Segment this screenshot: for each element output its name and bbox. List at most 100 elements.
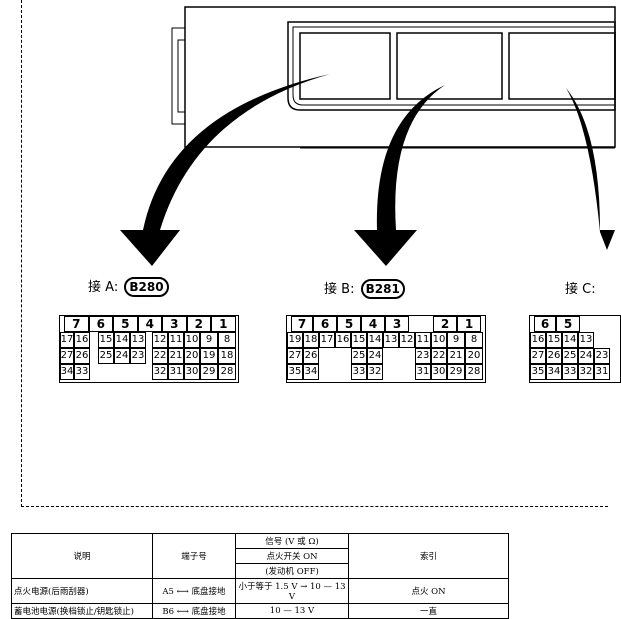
row-signal: 10 — 13 V [235,603,349,619]
header-index: 索引 [348,533,509,579]
header-terminal: 端子号 [152,533,236,579]
header-condition-1: 点火开关 ON [235,548,349,564]
conn-c-pin-25: 25 [562,348,578,364]
conn-a-pin-10: 10 [184,332,200,348]
conn-c-pin-15: 15 [546,332,562,348]
conn-a-pin-20: 20 [184,348,200,364]
connector-b-prefix: 接 [324,282,338,297]
conn-b-pin-9: 9 [447,332,465,348]
connector-a-letter: A: [105,280,119,295]
connector-c-prefix: 接 [565,282,579,297]
conn-b-pin-24: 24 [367,348,383,364]
conn-c-pin-27: 27 [530,348,546,364]
module-diagram [120,6,616,266]
conn-b-pin-8: 8 [465,332,483,348]
conn-b-pin-29: 29 [447,364,465,380]
conn-b-pin-20: 20 [465,348,483,364]
conn-b-pin-17: 17 [319,332,335,348]
conn-b-pin-35: 35 [287,364,303,380]
conn-a-pin-19: 19 [200,348,218,364]
connector-b-label: 接 B: B281 [324,278,405,299]
conn-b-pin-3: 3 [385,316,409,332]
conn-b-pin-26: 26 [303,348,319,364]
conn-a-pin-4: 4 [137,316,162,332]
conn-a-pin-6: 6 [88,316,113,332]
conn-c-pin-14: 14 [562,332,578,348]
conn-c-pin-26: 26 [546,348,562,364]
conn-c-pin-32: 32 [578,364,594,380]
conn-b-pin-11: 11 [415,332,431,348]
connector-b-letter: B: [341,282,355,297]
row-index: 一直 [348,603,509,619]
conn-a-pin-8: 8 [218,332,236,348]
conn-c-pin-16: 16 [530,332,546,348]
conn-c-pin-34: 34 [546,364,562,380]
conn-a-pin-13: 13 [130,332,146,348]
conn-b-pin-32: 32 [367,364,383,380]
conn-a-pin-32: 32 [152,364,168,380]
conn-a-pin-3: 3 [162,316,187,332]
connector-a-label: 接 A: B280 [88,276,169,297]
arrow-to-connector-c [566,88,615,250]
conn-a-pin-30: 30 [184,364,200,380]
header-condition-2: (发动机 OFF) [235,563,349,579]
row-terminal: A5 ⟷ 底盘接地 [152,578,236,604]
conn-b-pin-2: 2 [433,316,457,332]
conn-a-pin-5: 5 [113,316,138,332]
conn-b-pin-4: 4 [361,316,385,332]
conn-c-pin-24: 24 [578,348,594,364]
header-signal: 信号 (V 或 Ω) [235,533,349,549]
conn-a-pin-9: 9 [200,332,218,348]
conn-b-pin-10: 10 [431,332,447,348]
conn-a-pin-11: 11 [168,332,184,348]
conn-c-pin-33: 33 [562,364,578,380]
conn-b-pin-15: 15 [351,332,367,348]
conn-b-pin-30: 30 [431,364,447,380]
row-description: 点火电源(后雨刮器) [11,578,153,604]
row-index: 点火 ON [348,578,509,604]
conn-a-pin-24: 24 [114,348,130,364]
conn-b-pin-6: 6 [313,316,337,332]
row-terminal: B6 ⟷ 底盘接地 [152,603,236,619]
conn-b-pin-28: 28 [465,364,483,380]
conn-b-pin-21: 21 [447,348,465,364]
connector-b-code: B281 [360,279,405,299]
connector-a-prefix: 接 [88,280,102,295]
row-description: 蓄电池电源(换档锁止/钥匙锁止) [11,603,153,619]
conn-c-pin-5: 5 [556,316,580,332]
conn-a-pin-31: 31 [168,364,184,380]
connector-c-letter: C: [582,282,596,297]
conn-b-pin-1: 1 [457,316,481,332]
conn-a-pin-23: 23 [130,348,146,364]
table-row: 蓄电池电源(换档锁止/钥匙锁止) B6 ⟷ 底盘接地 10 — 13 V 一直 [11,603,509,619]
conn-c-pin-31: 31 [594,364,610,380]
conn-a-pin-14: 14 [114,332,130,348]
conn-b-pin-18: 18 [303,332,319,348]
conn-c-pin-35: 35 [530,364,546,380]
conn-b-pin-27: 27 [287,348,303,364]
conn-a-pin-22: 22 [152,348,168,364]
diagram-frame [21,0,608,507]
conn-a-pin-18: 18 [218,348,236,364]
header-description: 说明 [11,533,153,579]
conn-a-pin-29: 29 [200,364,218,380]
conn-a-pin-7: 7 [64,316,89,332]
conn-b-pin-19: 19 [287,332,303,348]
signal-table: 说明 端子号 信号 (V 或 Ω) 索引 点火开关 ON (发动机 OFF) 点… [11,533,509,619]
conn-a-pin-1: 1 [211,316,236,332]
conn-b-pin-16: 16 [335,332,351,348]
arrow-to-connector-a [120,74,330,266]
conn-b-pin-5: 5 [337,316,361,332]
conn-b-pin-12: 12 [399,332,415,348]
conn-a-pin-12: 12 [152,332,168,348]
conn-a-pin-27: 27 [60,348,74,364]
connector-c-label: 接 C: [565,278,596,297]
conn-b-pin-14: 14 [367,332,383,348]
conn-a-pin-21: 21 [168,348,184,364]
conn-a-pin-15: 15 [98,332,114,348]
conn-b-pin-7: 7 [291,316,313,332]
conn-c-pin-13: 13 [578,332,594,348]
table-header-row: 说明 端子号 信号 (V 或 Ω) 索引 [11,533,509,579]
